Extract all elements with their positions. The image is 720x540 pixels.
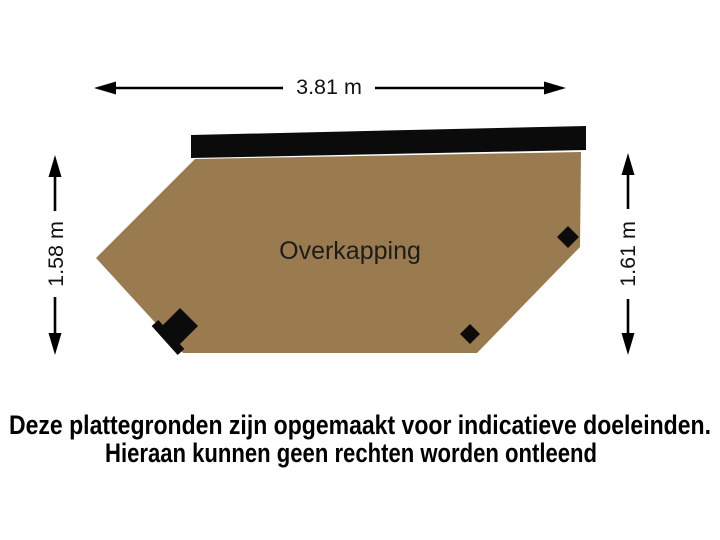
disclaimer-line-2: Hieraan kunnen geen rechten worden ontle… bbox=[105, 438, 597, 468]
arrowhead-up-icon bbox=[621, 153, 635, 175]
arrowhead-down-icon bbox=[621, 333, 635, 355]
room-label: Overkapping bbox=[279, 237, 421, 265]
floor-area bbox=[96, 152, 581, 353]
roof-beam bbox=[191, 126, 586, 158]
arrowhead-up-icon bbox=[48, 155, 62, 177]
post-marker-large-icon bbox=[162, 308, 198, 344]
dimension-arrow-left: 1.58 m bbox=[41, 155, 71, 355]
dimension-label-box-top bbox=[283, 71, 375, 101]
arrowhead-right-icon bbox=[544, 81, 566, 95]
post-marker-bottom-icon bbox=[460, 324, 480, 344]
dimension-arrow-top: 3.81 m bbox=[94, 71, 566, 101]
post-marker-right-icon bbox=[557, 226, 579, 248]
dimension-label-top: 3.81 m bbox=[296, 75, 362, 99]
dimension-label-right: 1.61 m bbox=[616, 221, 640, 287]
dimension-label-box-right bbox=[613, 209, 643, 299]
arrowhead-left-icon bbox=[94, 81, 116, 95]
dimension-arrow-right: 1.61 m bbox=[613, 153, 643, 355]
arrowhead-down-icon bbox=[48, 333, 62, 355]
disclaimer-line-1: Deze plattegronden zijn opgemaakt voor i… bbox=[9, 410, 711, 440]
post-shadow bbox=[151, 319, 185, 356]
dimension-label-left: 1.58 m bbox=[44, 221, 68, 287]
dimension-label-box-left bbox=[41, 211, 71, 297]
